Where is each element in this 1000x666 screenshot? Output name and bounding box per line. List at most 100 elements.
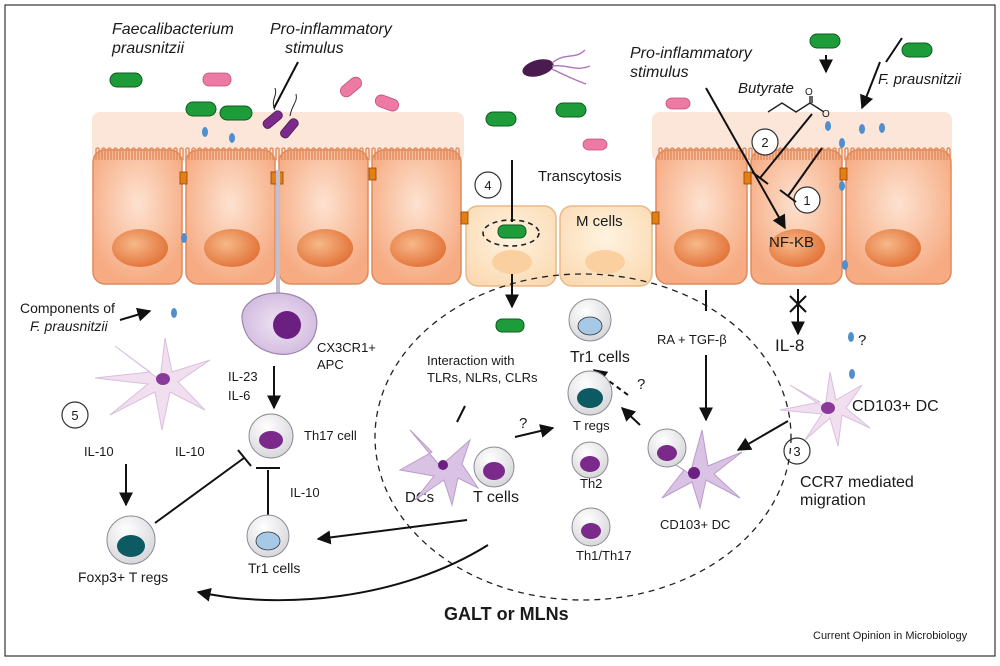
bacterium <box>340 76 362 98</box>
ra-tgf-label: RA + TGF-β <box>657 332 727 347</box>
butyrate-label: Butyrate <box>738 80 794 97</box>
transcytosis-label: Transcytosis <box>538 168 622 185</box>
block-x <box>789 295 807 313</box>
epithelium-right <box>655 147 952 285</box>
epithelium-left <box>92 147 462 285</box>
bacterium <box>809 33 841 49</box>
nucleus <box>674 229 730 267</box>
bacterium <box>495 318 525 333</box>
th17-label: Th17 cell <box>304 428 357 443</box>
cd103-label-center: CD103+ DC <box>660 517 730 532</box>
arrow <box>620 407 641 426</box>
tcells-label: T cells <box>473 489 519 506</box>
nucleus <box>390 229 446 267</box>
faecali-label-2: prausnitzii <box>111 40 184 57</box>
th1th17-label: Th1/Th17 <box>576 548 632 563</box>
proinf-label-right: Pro-inflammatory <box>630 45 753 62</box>
commensal-pink-bacteria <box>202 72 691 151</box>
arrow <box>736 420 789 451</box>
nucleus <box>769 229 825 267</box>
nfkb-label: NF-KB <box>769 234 814 251</box>
treg-cell-center <box>567 370 613 416</box>
inhibit-line <box>154 457 245 524</box>
pointer-line <box>273 61 299 109</box>
m-cell <box>559 205 653 287</box>
dcs-label: DCs <box>405 489 434 506</box>
proinf-label-left: Pro-inflammatory <box>270 21 393 38</box>
step-badge-5: 5 <box>61 401 89 429</box>
il23-label: IL-23 <box>228 369 258 384</box>
arrow <box>316 519 468 545</box>
nucleus <box>585 250 625 274</box>
junction <box>368 167 377 181</box>
pathogen-flagellated <box>522 49 591 85</box>
bacterium <box>109 72 143 88</box>
bacterium <box>219 105 253 121</box>
nucleus <box>865 229 921 267</box>
cd103-dc-center <box>647 428 743 510</box>
il6-label: IL-6 <box>228 388 250 403</box>
mucus-layer-left <box>92 112 464 162</box>
ccr7-label-2: migration <box>800 492 866 509</box>
junction <box>839 167 848 181</box>
bacterium <box>374 94 400 112</box>
fpraus-label: F. prausnitzii <box>878 71 962 88</box>
junction <box>651 211 660 225</box>
f-prausnitzii-bacteria <box>109 33 933 333</box>
il8-label: IL-8 <box>775 336 804 355</box>
cx3cr1-label-2: APC <box>317 357 344 372</box>
m-cells-label: M cells <box>576 213 623 230</box>
pointer-line <box>456 405 466 423</box>
step-number: 5 <box>71 408 78 423</box>
th2-cell <box>571 441 609 479</box>
pointer-line <box>885 37 903 63</box>
bacterium <box>555 102 587 118</box>
nucleus <box>204 229 260 267</box>
th2-label: Th2 <box>580 476 602 491</box>
m-cells <box>465 205 653 287</box>
inhibit-bar <box>779 189 797 203</box>
components-label: Components of <box>20 300 115 316</box>
galt-boundary <box>374 273 792 601</box>
inhibit-line <box>759 113 813 179</box>
butyrate-oxygen: O <box>805 87 813 98</box>
junction <box>460 211 469 225</box>
butyrate-oxygen: O <box>822 109 830 120</box>
bacterium <box>185 101 217 117</box>
il10-label-bottom: IL-10 <box>290 485 320 500</box>
inhibit-bar <box>751 171 769 185</box>
th17-cell <box>248 413 294 459</box>
arrow <box>119 307 152 322</box>
butyrate-molecule <box>767 96 825 113</box>
question-mark: ? <box>858 332 866 349</box>
nucleus <box>492 250 532 274</box>
step-badge-3: 3 <box>783 437 811 465</box>
step-number: 2 <box>761 135 768 150</box>
credit-label: Current Opinion in Microbiology <box>813 630 968 642</box>
step-badge-1: 1 <box>793 186 821 214</box>
microvilli <box>95 147 460 160</box>
arrow <box>514 424 555 438</box>
arrow-nfkb <box>705 87 786 230</box>
dendritic-cell-center <box>398 429 480 507</box>
butyrate-droplets <box>171 121 885 379</box>
step-number: 1 <box>803 193 810 208</box>
step-badge-2: 2 <box>751 128 779 156</box>
proinf-label-left-2: stimulus <box>285 40 344 57</box>
bacterium <box>665 97 691 110</box>
junction <box>743 171 752 185</box>
question-mark: ? <box>519 415 527 432</box>
bacterium <box>582 138 608 151</box>
step-badge-4: 4 <box>474 171 502 199</box>
pathogen-left <box>262 87 299 139</box>
faecali-label: Faecalibacterium <box>112 21 234 38</box>
cd103-label-right: CD103+ DC <box>852 398 939 415</box>
arrows <box>119 37 903 602</box>
step-number: 4 <box>484 178 491 193</box>
il10-label-mid: IL-10 <box>175 444 205 459</box>
t-cell-center <box>473 446 515 488</box>
arrow <box>860 61 881 110</box>
junction <box>179 171 188 185</box>
